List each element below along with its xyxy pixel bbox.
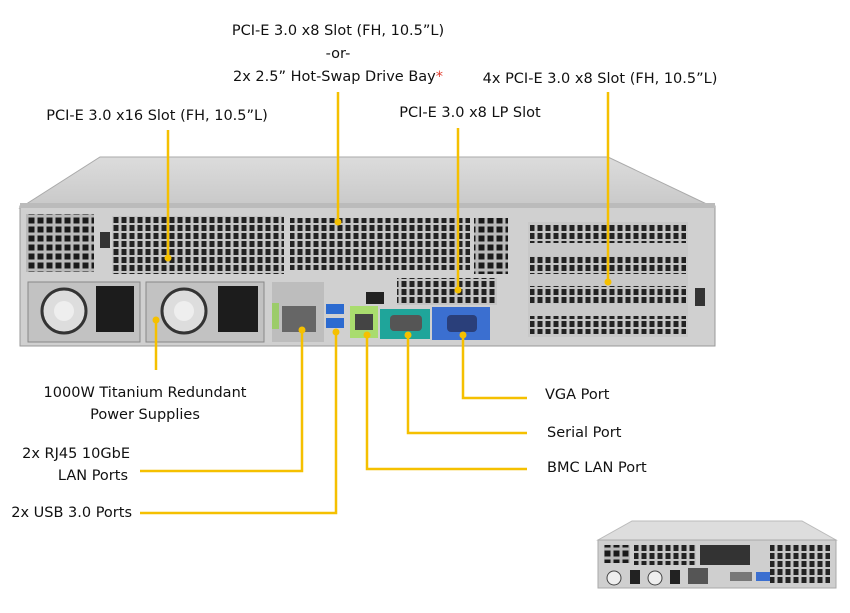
label-serial: Serial Port (547, 425, 622, 441)
label-x8-slot-line1: PCI-E 3.0 x8 Slot (FH, 10.5”L) (231, 23, 445, 39)
label-vga: VGA Port (545, 387, 610, 403)
bmc-lan-port (355, 314, 373, 330)
server-chassis (18, 156, 716, 347)
rj45-lan-ports (282, 306, 316, 332)
serial-port (390, 315, 422, 331)
callout-lines (140, 92, 610, 515)
callout-dots (152, 218, 612, 339)
label-psu-line2: Power Supplies (90, 407, 200, 423)
power-supply-1 (27, 281, 141, 343)
pcie-lp-slot (397, 278, 497, 305)
label-x16-slot: PCI-E 3.0 x16 Slot (FH, 10.5”L) (46, 108, 268, 124)
label-bmc: BMC LAN Port (547, 460, 647, 476)
label-lp-slot: PCI-E 3.0 x8 LP Slot (399, 105, 541, 121)
pcie-x8-slot (290, 218, 470, 270)
label-or: -or- (325, 46, 351, 62)
usb-port-2 (326, 318, 344, 328)
label-4x-pcie: 4x PCI-E 3.0 x8 Slot (FH, 10.5”L) (482, 71, 718, 87)
vga-port (447, 315, 477, 332)
label-usb: 2x USB 3.0 Ports (11, 505, 132, 521)
label-drive-bay: 2x 2.5” Hot-Swap Drive Bay* (233, 66, 443, 88)
power-supply-2 (145, 281, 265, 343)
label-lan-line1: 2x RJ45 10GbE (22, 446, 130, 462)
label-lan-line2: LAN Ports (57, 468, 128, 484)
label-drive-bay-text: 2x 2.5” Hot-Swap Drive Bay (233, 69, 436, 85)
asterisk: * (435, 69, 443, 85)
pcie-x16-slot (112, 216, 284, 274)
usb-port-1 (326, 304, 344, 314)
server-thumbnail (596, 520, 838, 589)
label-psu-line1: 1000W Titanium Redundant (43, 385, 247, 401)
